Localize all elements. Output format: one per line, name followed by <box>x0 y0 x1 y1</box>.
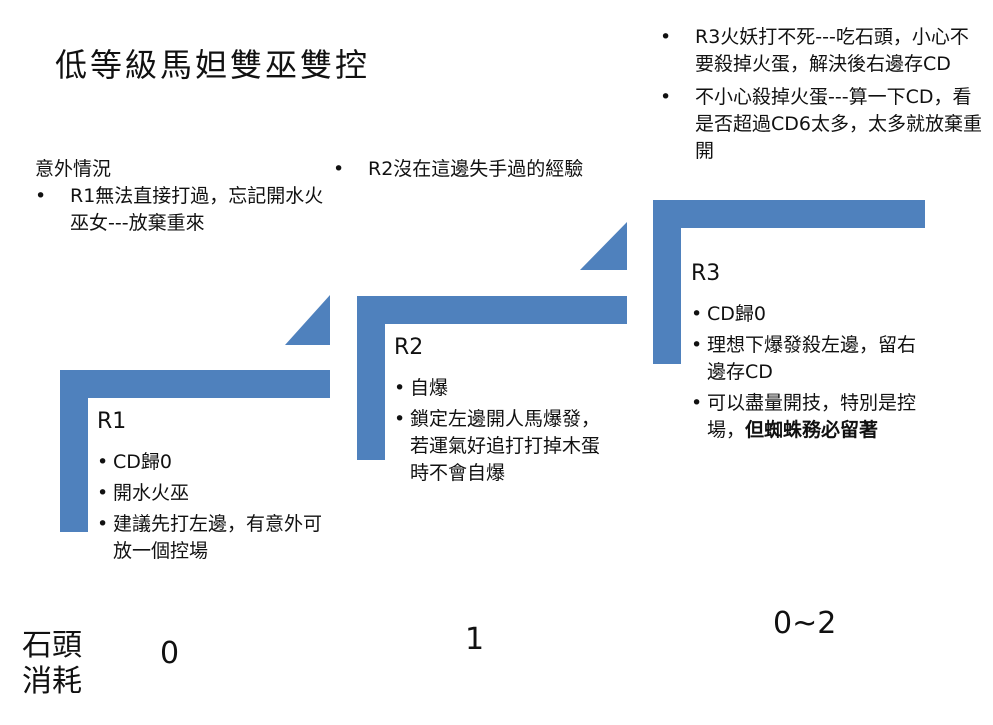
step-item: 自爆 <box>394 375 609 402</box>
note-heading: 意外情況 <box>35 158 112 180</box>
step-label: R1 <box>97 409 127 434</box>
note-r3: R3火妖打不死---吃石頭，小心不要殺掉火蛋，解決後右邊存CD 不小心殺掉火蛋-… <box>660 24 985 165</box>
slide-title: 低等級馬妲雙巫雙控 <box>55 46 371 84</box>
stone-cost-label: 石頭消耗 <box>22 628 82 699</box>
stone-cost-r2: 1 <box>465 622 485 657</box>
step-item: 鎖定左邊開人馬爆發，若運氣好追打打掉木蛋時不會自爆 <box>394 406 609 487</box>
note-item: R1無法直接打過，忘記開水火巫女---放棄重來 <box>35 183 325 237</box>
stone-cost-r3: 0~2 <box>773 606 837 641</box>
step-item: 可以盡量開技，特別是控場，但蜘蛛務必留著 <box>691 390 916 444</box>
step-item: CD歸0 <box>691 301 916 328</box>
note-item: 不小心殺掉火蛋---算一下CD，看是否超過CD6太多，太多就放棄重開 <box>660 84 985 165</box>
step-r2: R2 自爆 鎖定左邊開人馬爆發，若運氣好追打打掉木蛋時不會自爆 <box>394 334 609 491</box>
bold-warning: 但蜘蛛務必留著 <box>745 419 879 441</box>
step-item: 建議先打左邊，有意外可放一個控場 <box>97 511 322 565</box>
step-r1: R1 CD歸0 開水火巫 建議先打左邊，有意外可放一個控場 <box>97 408 322 569</box>
step-label: R2 <box>394 335 424 360</box>
stone-cost-r1: 0 <box>160 636 180 671</box>
arrow-triangle-r1 <box>285 295 330 345</box>
arrow-triangle-r2 <box>580 222 627 270</box>
step-item: 理想下爆發殺左邊，留右邊存CD <box>691 332 916 386</box>
note-r2: R2沒在這邊失手過的經驗 <box>333 156 603 183</box>
note-item: R3火妖打不死---吃石頭，小心不要殺掉火蛋，解決後右邊存CD <box>660 24 985 78</box>
step-label: R3 <box>691 261 721 286</box>
note-item: R2沒在這邊失手過的經驗 <box>333 156 603 183</box>
step-item: CD歸0 <box>97 449 322 476</box>
step-r3: R3 CD歸0 理想下爆發殺左邊，留右邊存CD 可以盡量開技，特別是控場，但蜘蛛… <box>691 260 916 448</box>
step-item: 開水火巫 <box>97 480 322 507</box>
note-r1: 意外情況 R1無法直接打過，忘記開水火巫女---放棄重來 <box>35 156 325 237</box>
